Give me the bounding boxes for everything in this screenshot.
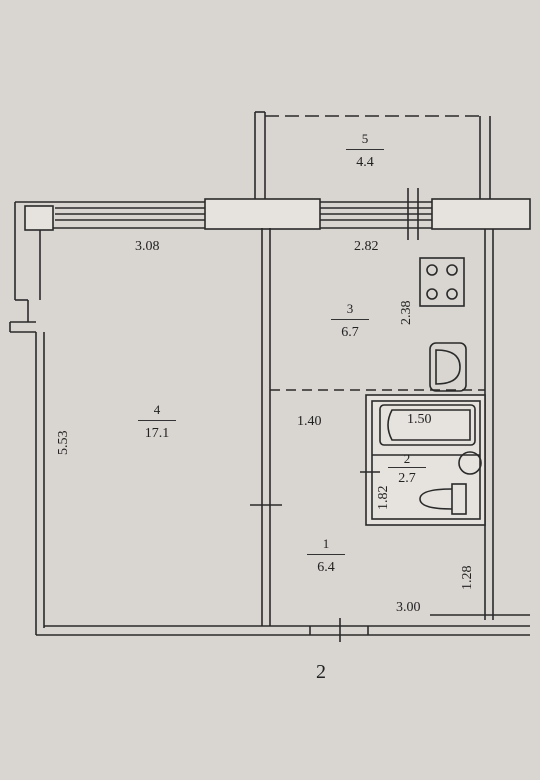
dim-room4-length: 5.53	[56, 430, 71, 456]
room3-number: 3	[346, 301, 354, 316]
room2-number: 2	[403, 451, 411, 466]
room5-area: 4.4	[356, 155, 374, 170]
room4-area: 17.1	[144, 426, 170, 441]
kitchen-sink	[429, 342, 467, 392]
outer-walls	[9, 201, 530, 636]
dim-hall-length: 3.00	[396, 600, 421, 615]
room5-number: 5	[361, 131, 369, 146]
toilet	[419, 483, 467, 515]
dim-kitchen-side: 2.38	[399, 300, 414, 326]
room5-fraction-line	[346, 149, 384, 150]
bathtub	[379, 404, 476, 446]
room4-number: 4	[153, 402, 161, 417]
stove	[419, 257, 465, 307]
room1-area: 6.4	[317, 560, 335, 575]
interior-walls	[250, 228, 530, 642]
room4-fraction-line	[138, 420, 176, 421]
room3-fraction-line	[331, 319, 369, 320]
dim-hall-width: 1.40	[297, 414, 322, 429]
room2-fraction-line	[388, 467, 426, 468]
room1-number: 1	[322, 536, 330, 551]
section-mark: 2	[316, 661, 326, 683]
bathroom-sink	[458, 451, 482, 475]
balcony-outline	[254, 111, 491, 200]
dim-hall-side: 1.28	[460, 565, 475, 591]
windows	[24, 188, 531, 240]
room3-area: 6.7	[341, 325, 359, 340]
dim-room4-width: 3.08	[135, 239, 160, 254]
room1-fraction-line	[307, 554, 345, 555]
dim-bath-length: 1.50	[407, 412, 432, 427]
dim-room3-width: 2.82	[354, 239, 379, 254]
room2-area: 2.7	[398, 471, 416, 486]
